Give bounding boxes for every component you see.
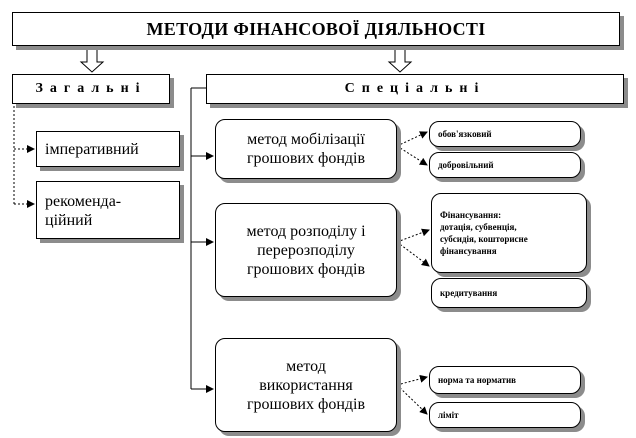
general-item-imperative: імперативний: [36, 131, 180, 167]
general-item-recommendation: рекоменда- ційний: [36, 181, 180, 239]
special-header: Спеціальні: [206, 74, 624, 104]
title-to-special-arrow: [387, 47, 413, 73]
general-connectors: [13, 106, 35, 208]
special-connectors: [190, 87, 217, 393]
general-header: Загальні: [12, 74, 170, 104]
sub-mandatory: обов'язковий: [429, 121, 581, 147]
sub-crediting: кредитування: [431, 278, 587, 308]
sub-limit: ліміт: [429, 402, 581, 428]
method-use: метод використання грошових фондів: [215, 338, 397, 432]
sub-connectors: [396, 131, 430, 415]
method-mobilization: метод мобілізації грошових фондів: [215, 119, 397, 179]
title-to-general-arrow: [79, 47, 105, 73]
sub-norm: норма та норматив: [429, 366, 581, 394]
diagram-title: МЕТОДИ ФІНАНСОВОЇ ДІЯЛЬНОСТІ: [12, 12, 620, 46]
sub-voluntary: добровільний: [429, 152, 581, 178]
method-distribution: метод розподілу і перерозподілу грошових…: [215, 203, 397, 297]
sub-financing: Фінансування: дотація, субвенція, субсид…: [431, 193, 587, 273]
